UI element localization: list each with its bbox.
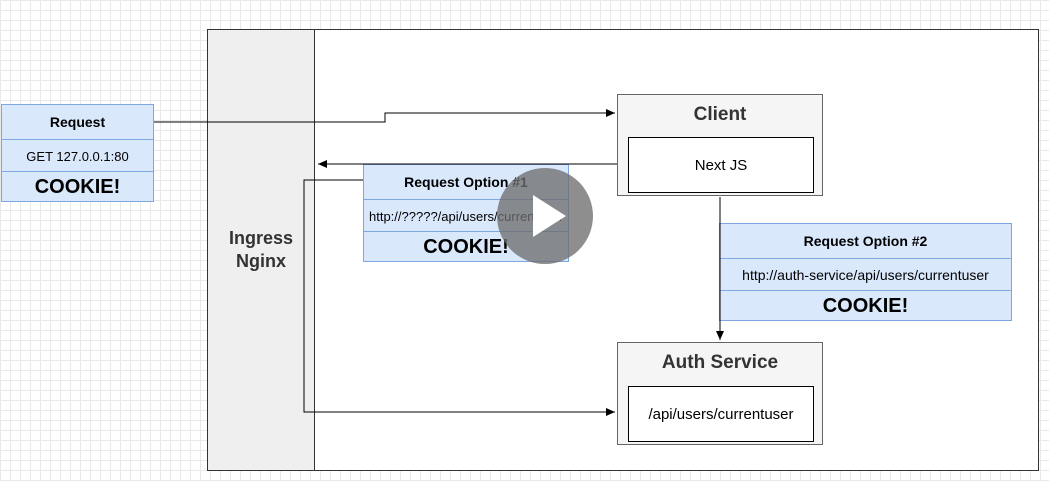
play-button[interactable] <box>497 168 593 264</box>
option-1-cookie: COOKIE! <box>364 231 568 263</box>
option-1-title: Request Option #1 <box>404 174 528 190</box>
request-title: Request <box>49 114 106 130</box>
play-icon <box>533 195 566 237</box>
auth-service-box: Auth Service /api/users/currentuser <box>617 342 823 445</box>
option-2-cookie: COOKIE! <box>720 290 1011 322</box>
request-box: Request GET 127.0.0.1:80 COOKIE! <box>1 104 154 202</box>
currentuser-route-box: /api/users/currentuser <box>628 386 814 442</box>
request-cookie: COOKIE! <box>2 171 153 203</box>
ingress-nginx-box: Ingress Nginx <box>207 29 315 471</box>
client-title: Client <box>693 104 747 125</box>
next-js-box: Next JS <box>628 137 814 193</box>
client-service-box: Client Next JS <box>617 94 823 196</box>
request-to-client-arrow <box>154 109 615 123</box>
option-2-url: http://auth-service/api/users/currentuse… <box>720 258 1011 291</box>
ingress-to-auth-arrow <box>303 179 615 416</box>
option-2-title: Request Option #2 <box>803 233 928 249</box>
auth-service-title: Auth Service <box>661 352 779 373</box>
request-url: GET 127.0.0.1:80 <box>2 139 153 172</box>
